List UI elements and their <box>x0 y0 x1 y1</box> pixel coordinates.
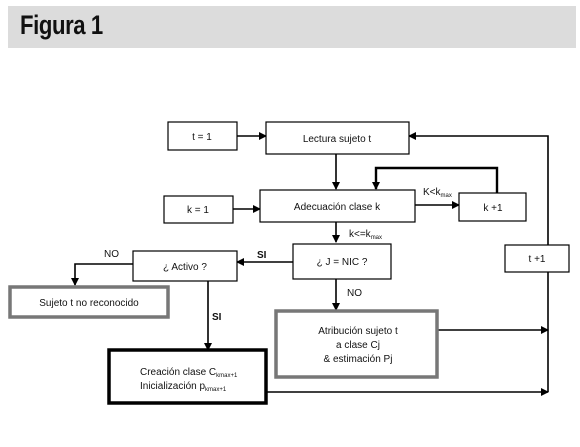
label-creacion-main: Creación clase C <box>140 367 216 378</box>
edge-label-k-less-main: K<k <box>423 187 442 198</box>
edge-label-k-lesseq: k<=kmax <box>349 229 382 241</box>
label-nic: ¿ J = NIC ? <box>317 257 368 268</box>
label-tplus: t +1 <box>529 254 546 265</box>
node-t1 <box>167 121 238 151</box>
label-inicializacion-main: Inicialización p <box>140 381 205 392</box>
edge-label-no-down: NO <box>347 288 362 299</box>
label-t1: t = 1 <box>192 132 212 143</box>
label-kplus: k +1 <box>483 203 503 214</box>
edge-label-no-left: NO <box>104 249 119 260</box>
label-creacion: Creación clase Ckmax+1 <box>140 367 238 379</box>
label-inicializacion: Inicialización pkmax+1 <box>140 381 227 393</box>
node-atribucion <box>274 309 439 379</box>
edge-label-si-left: SI <box>257 250 267 261</box>
label-creacion-sub: kmax+1 <box>216 373 238 379</box>
node-tplus <box>504 244 570 273</box>
node-k1 <box>163 195 234 224</box>
edge-label-k-less-sub: max <box>441 193 452 199</box>
label-activo: ¿ Activo ? <box>163 262 207 273</box>
node-creacion <box>107 348 268 405</box>
edge-label-k-lesseq-main: k<=k <box>349 229 372 240</box>
figure-header-banner: Figura 1 <box>8 6 576 48</box>
node-lectura <box>265 121 410 155</box>
node-kplus <box>458 192 527 222</box>
label-atribucion-3: & estimación Pj <box>324 354 393 365</box>
edge-label-k-less: K<kmax <box>423 187 452 199</box>
node-activo <box>132 250 238 282</box>
edge-label-k-lesseq-sub: max <box>371 235 382 241</box>
label-no-reconocido: Sujeto t no reconocido <box>39 298 139 309</box>
label-k1: k = 1 <box>187 205 209 216</box>
node-nic <box>292 243 392 280</box>
figure-title: Figura 1 <box>20 10 103 40</box>
edge-kplus-loop <box>372 166 499 193</box>
label-inicializacion-sub: kmax+1 <box>205 387 227 393</box>
edge-activo-noreconocido <box>71 263 133 286</box>
edge-label-si-down: SI <box>212 312 222 323</box>
label-adecuacion: Adecuación clase k <box>294 202 381 213</box>
label-atribucion-2: a clase Cj <box>336 340 380 351</box>
label-atribucion-1: Atribución sujeto t <box>318 326 398 337</box>
node-adecuacion <box>259 189 416 223</box>
node-no-reconocido <box>8 285 170 319</box>
label-lectura: Lectura sujeto t <box>303 134 372 145</box>
edge-tplus-lectura <box>408 132 549 245</box>
